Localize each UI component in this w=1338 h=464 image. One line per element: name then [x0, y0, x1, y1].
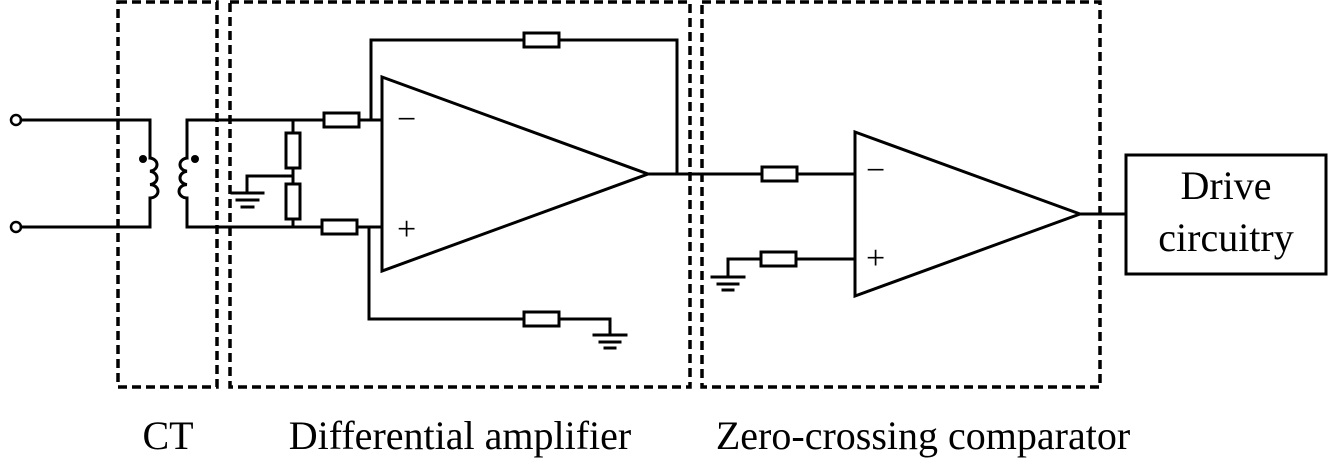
secondary-polarity-dot [191, 155, 199, 163]
comparator-input-resistor [760, 165, 799, 183]
comparator-block-outline [700, 0, 1102, 389]
ground-symbol-comparator [710, 275, 746, 292]
ct-primary-winding [19, 118, 160, 229]
ground-symbol-reference [592, 333, 628, 350]
differential-opamp [380, 74, 653, 274]
opamp1-noninverting-sign: + [397, 211, 416, 248]
opamp2-inverting-sign: − [866, 152, 885, 189]
feedback-resistor [522, 31, 561, 49]
drive-circuitry-label-line2: circuitry [1158, 215, 1294, 260]
burden-resistor-divider [245, 118, 302, 229]
ground-symbol-divider [230, 191, 265, 209]
comparator-opamp [853, 129, 1085, 299]
input-resistor-noninverting [320, 218, 359, 236]
differential-amplifier-label: Differential amplifier [289, 413, 631, 458]
ct-block-outline [116, 0, 219, 389]
differential-amplifier-block-outline [228, 0, 692, 389]
primary-polarity-dot [139, 155, 147, 163]
ct-label: CT [142, 413, 193, 458]
comparator-reference-resistor [759, 250, 798, 268]
drive-circuitry-box [1124, 153, 1328, 276]
burden-resistor-top [284, 131, 302, 170]
input-terminals [9, 113, 23, 234]
input-resistor-inverting [322, 111, 361, 129]
opamp1-inverting-sign: − [397, 101, 416, 138]
reference-resistor [522, 310, 561, 328]
comparator-label: Zero-crossing comparator [716, 413, 1130, 458]
ct-secondary-winding [177, 118, 342, 229]
drive-circuitry-label-line1: Drive [1180, 163, 1271, 208]
opamp2-noninverting-sign: + [866, 240, 885, 277]
burden-resistor-bottom [284, 182, 302, 221]
